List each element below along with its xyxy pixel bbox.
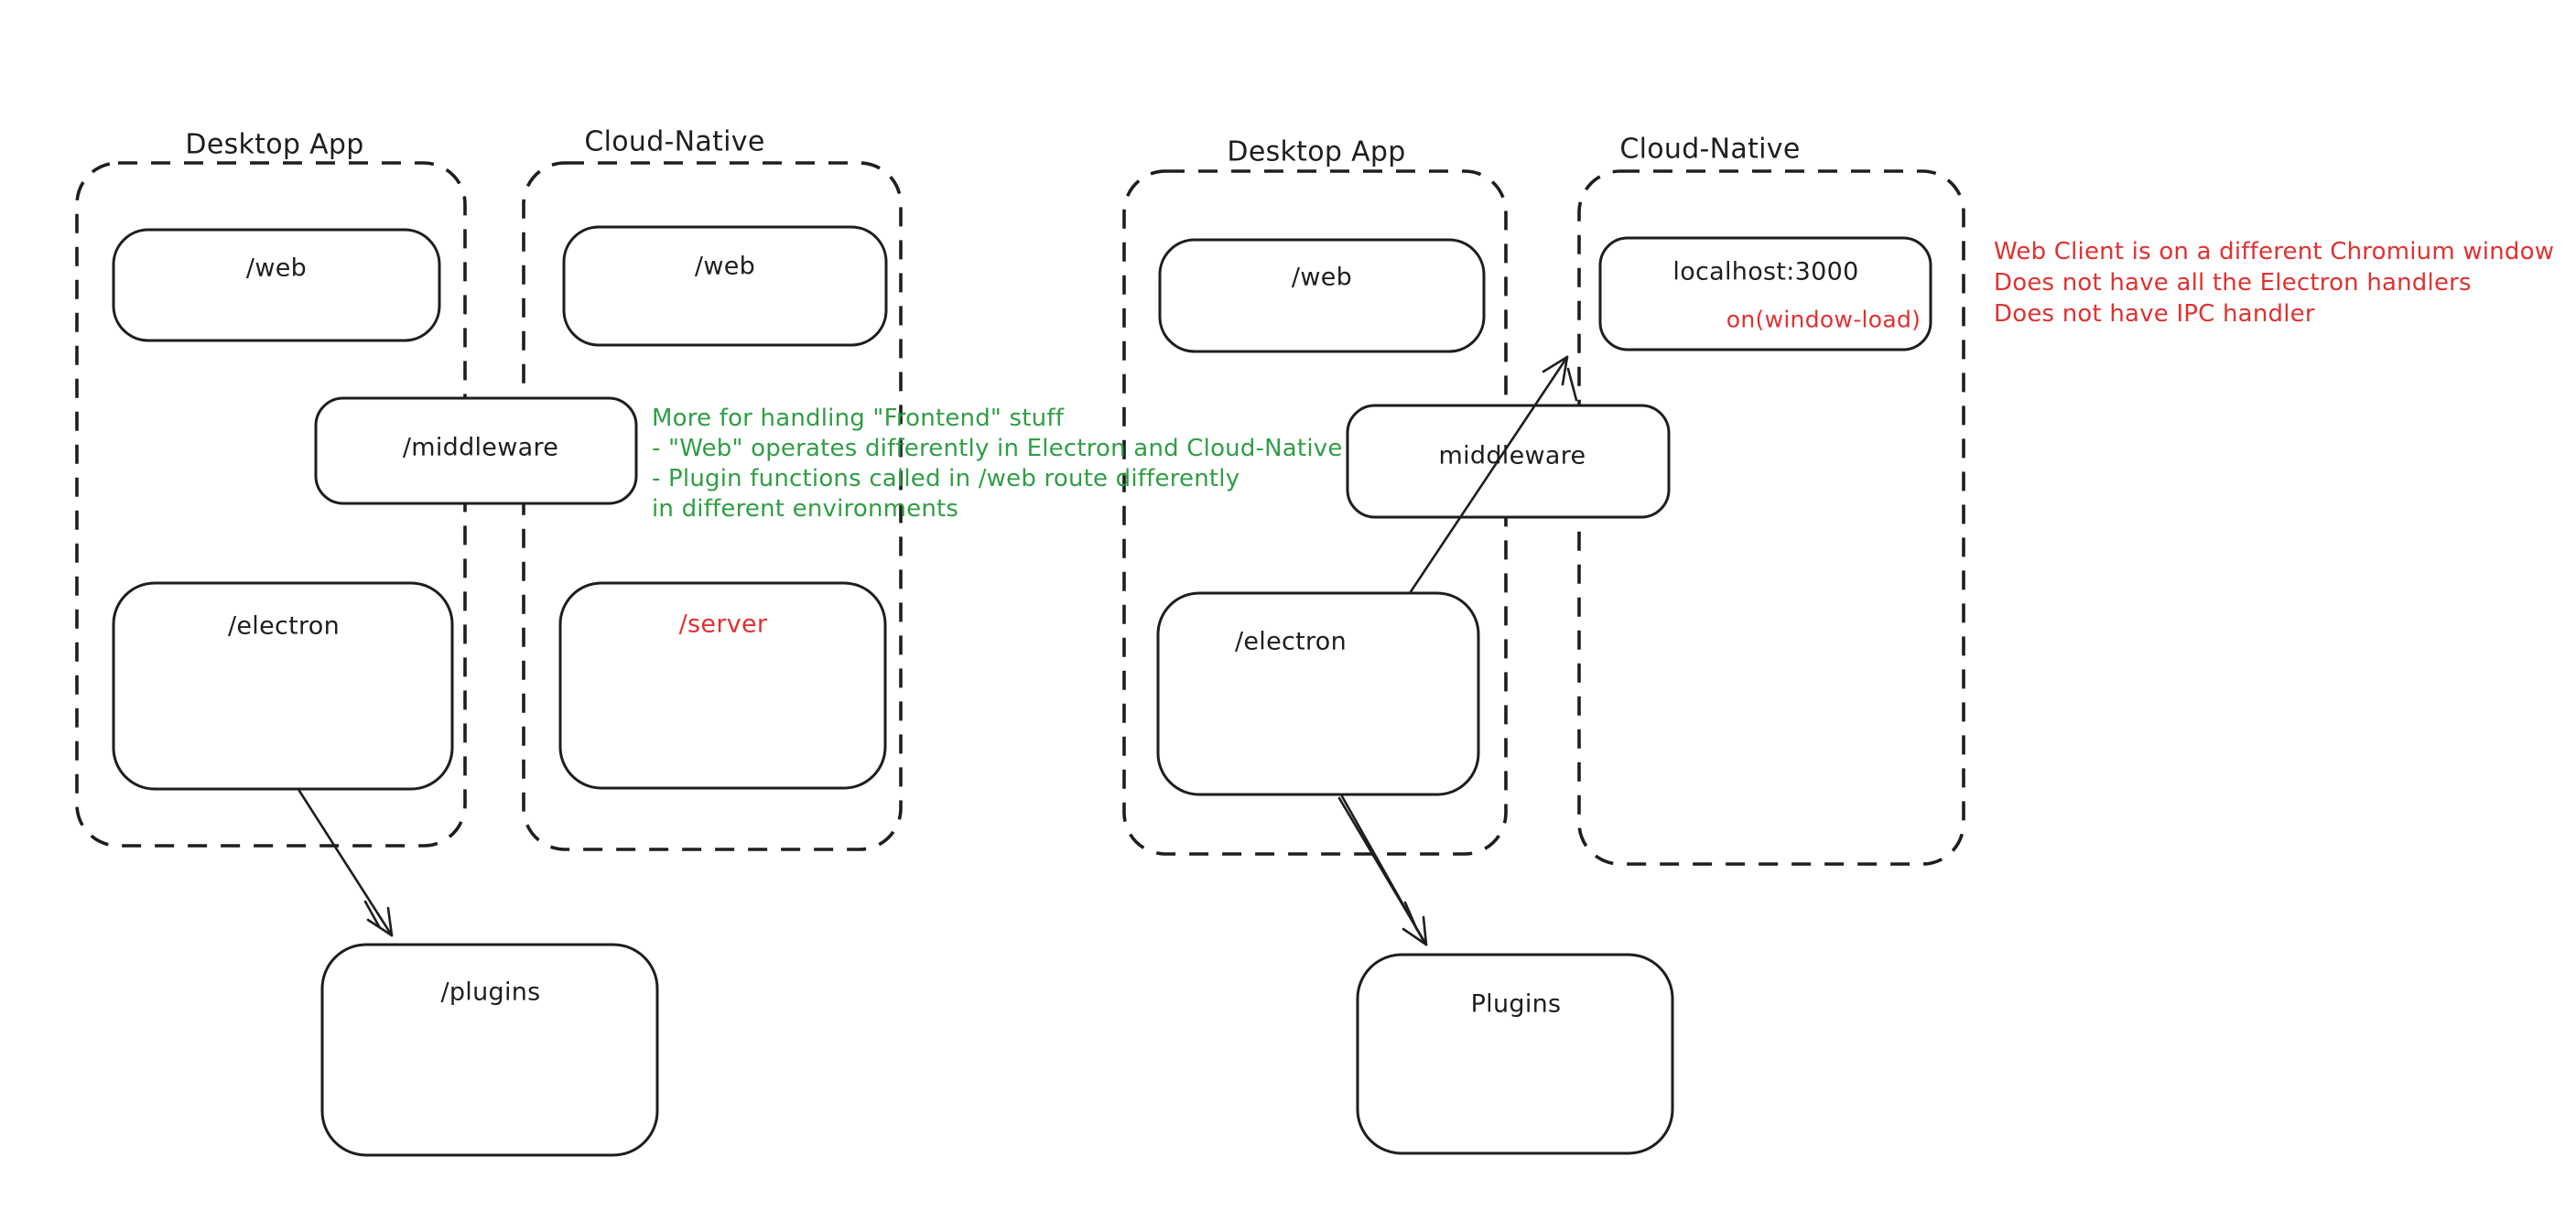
right-middleware-label: middleware xyxy=(1438,441,1586,470)
green-note-line-4: in different environments xyxy=(652,495,959,523)
right-localhost-label: localhost:3000 xyxy=(1672,257,1859,286)
left-middleware-box xyxy=(314,396,638,505)
left-desktop-app-title: Desktop App xyxy=(185,128,364,161)
left-web-cloud-box xyxy=(562,225,888,347)
right-electron-label: /electron xyxy=(1234,627,1348,656)
green-note-line-2: - "Web" operates differently in Electron… xyxy=(652,435,1343,462)
right-plugins-label: Plugins xyxy=(1470,989,1562,1019)
green-note-line-1: More for handling "Frontend" stuff xyxy=(652,405,1065,432)
red-note-line-3: Does not have IPC handler xyxy=(1994,300,2315,328)
left-server-box xyxy=(558,581,887,790)
red-note: Web Client is on a different Chromium wi… xyxy=(1994,236,2554,330)
left-server-label: /server xyxy=(678,610,768,639)
right-localhost-box xyxy=(1598,236,1932,351)
arrow-electron-to-localhost xyxy=(1408,355,1578,595)
left-web-cloud-label: /web xyxy=(694,252,756,281)
red-note-line-2: Does not have all the Electron handlers xyxy=(1994,269,2472,297)
right-on-window-load-label: on(window-load) xyxy=(1726,306,1921,333)
right-plugins-box xyxy=(1356,953,1674,1155)
right-middleware-box xyxy=(1346,404,1671,519)
left-electron-box xyxy=(112,581,454,791)
red-note-line-1: Web Client is on a different Chromium wi… xyxy=(1994,238,2555,265)
right-web-label: /web xyxy=(1291,263,1353,292)
arrow-electron-to-plugins-right xyxy=(1337,794,1428,946)
arrow-electron-to-plugins-left xyxy=(298,789,394,937)
right-desktop-app-title: Desktop App xyxy=(1227,135,1406,168)
left-web-desktop-label: /web xyxy=(245,254,308,283)
green-note-line-3: - Plugin functions called in /web route … xyxy=(652,465,1240,492)
left-plugins-label: /plugins xyxy=(440,978,541,1007)
left-plugins-box xyxy=(320,943,659,1157)
left-cloud-native-title: Cloud-Native xyxy=(584,125,765,158)
right-electron-box xyxy=(1156,591,1480,796)
left-electron-label: /electron xyxy=(227,611,341,641)
left-cloud-native-container xyxy=(522,161,903,851)
left-middleware-label: /middleware xyxy=(402,433,559,462)
left-web-desktop-box xyxy=(112,228,441,342)
right-cloud-native-title: Cloud-Native xyxy=(1619,133,1801,166)
green-note: More for handling "Frontend" stuff - "We… xyxy=(652,404,1343,524)
right-web-box xyxy=(1158,238,1486,353)
